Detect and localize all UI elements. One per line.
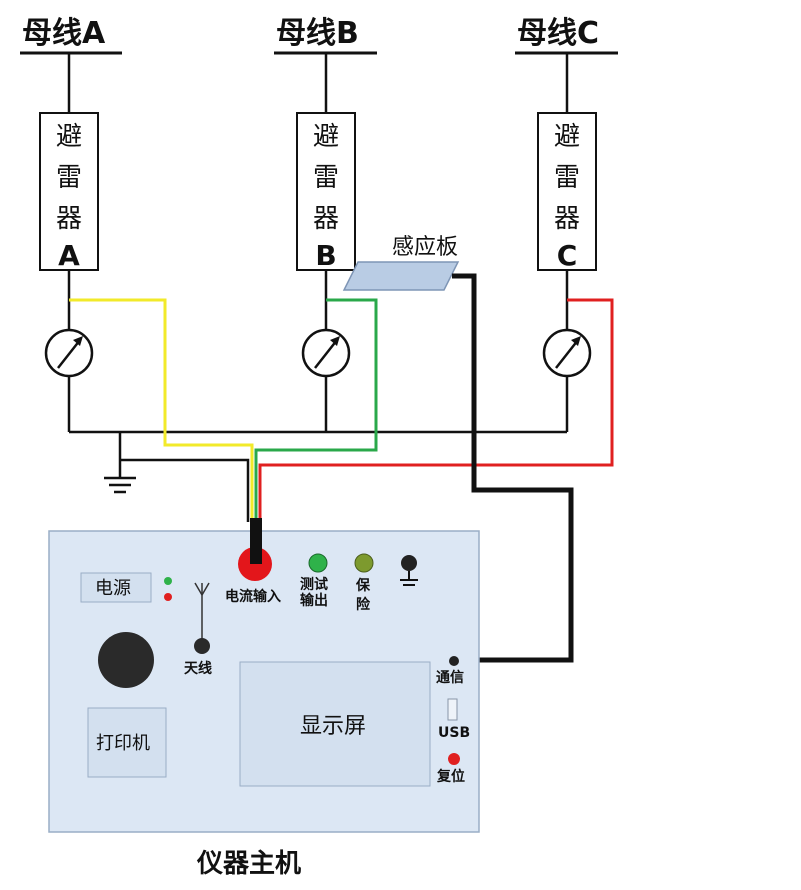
power-led-red (164, 593, 172, 601)
usb-port[interactable] (447, 698, 458, 721)
ground-icon (104, 476, 136, 494)
antenna-icon (194, 582, 210, 654)
fuse-knob[interactable] (354, 553, 374, 573)
power-led-green (164, 577, 172, 585)
power-switch[interactable] (80, 572, 152, 603)
display-screen (239, 661, 431, 787)
wire-b-green (254, 298, 378, 522)
wire-c-red (258, 298, 614, 522)
arrester-b: 避 雷 器 B (296, 112, 356, 272)
comm-label: 通信 (436, 669, 464, 686)
usb-label: USB (438, 725, 470, 741)
bus-a: 母线A (20, 16, 122, 55)
arrester-a-box (39, 112, 99, 271)
display-label: 显示屏 (300, 714, 366, 739)
printer-label: 打印机 (96, 733, 150, 754)
arrester-b-letter: B (315, 239, 336, 272)
ammeter-a-icon (44, 328, 94, 378)
arrester-a-char-2: 雷 (56, 163, 82, 193)
bus-b: 母线B (274, 16, 377, 55)
bus-a-label: 母线A (22, 16, 106, 51)
comm-cable (452, 273, 574, 663)
control-knob[interactable] (98, 632, 154, 688)
arrester-a: 避 雷 器 A (39, 112, 99, 272)
sensor-plate (342, 261, 460, 291)
arrester-b-char-2: 雷 (313, 163, 339, 193)
sensor-plate-label: 感应板 (392, 235, 458, 260)
antenna-label: 天线 (184, 660, 212, 677)
current-input-label: 电流输入 (225, 588, 281, 605)
test-output-label-2: 输出 (300, 592, 328, 609)
arrester-c-letter: C (557, 239, 578, 272)
wire-a-yellow (69, 298, 254, 522)
arrester-b-box (296, 112, 356, 271)
ammeter-c-icon (542, 328, 592, 378)
arrester-b-char-3: 器 (313, 204, 339, 234)
power-label: 电源 (95, 578, 131, 599)
arrester-c-char-3: 器 (554, 204, 580, 234)
comm-port[interactable] (449, 656, 459, 666)
arrester-a-char-3: 器 (56, 204, 82, 234)
reset-label: 复位 (436, 768, 465, 785)
arrester-c-char-2: 雷 (554, 163, 580, 193)
printer (87, 707, 167, 778)
bus-c-label: 母线C (517, 16, 599, 51)
arrester-b-char-1: 避 (313, 122, 339, 152)
fuse-label-1: 保 (355, 577, 371, 594)
bus-b-label: 母线B (276, 16, 359, 51)
arrester-c-box (537, 112, 597, 271)
ammeter-b-icon (301, 328, 351, 378)
arrester-c: 避 雷 器 C (537, 112, 597, 272)
bus-c: 母线C (515, 16, 618, 55)
arrester-a-char-1: 避 (56, 122, 82, 152)
fuse-label-2: 险 (356, 596, 371, 613)
ground-wire (120, 458, 250, 522)
test-output-socket[interactable] (308, 553, 328, 573)
instrument-caption: 仪器主机 (196, 849, 301, 879)
arrester-a-letter: A (58, 239, 80, 272)
reset-button[interactable] (448, 753, 460, 765)
arrester-c-char-1: 避 (554, 122, 580, 152)
ground-terminal-icon[interactable] (400, 555, 418, 586)
test-output-label-1: 测试 (300, 576, 328, 593)
